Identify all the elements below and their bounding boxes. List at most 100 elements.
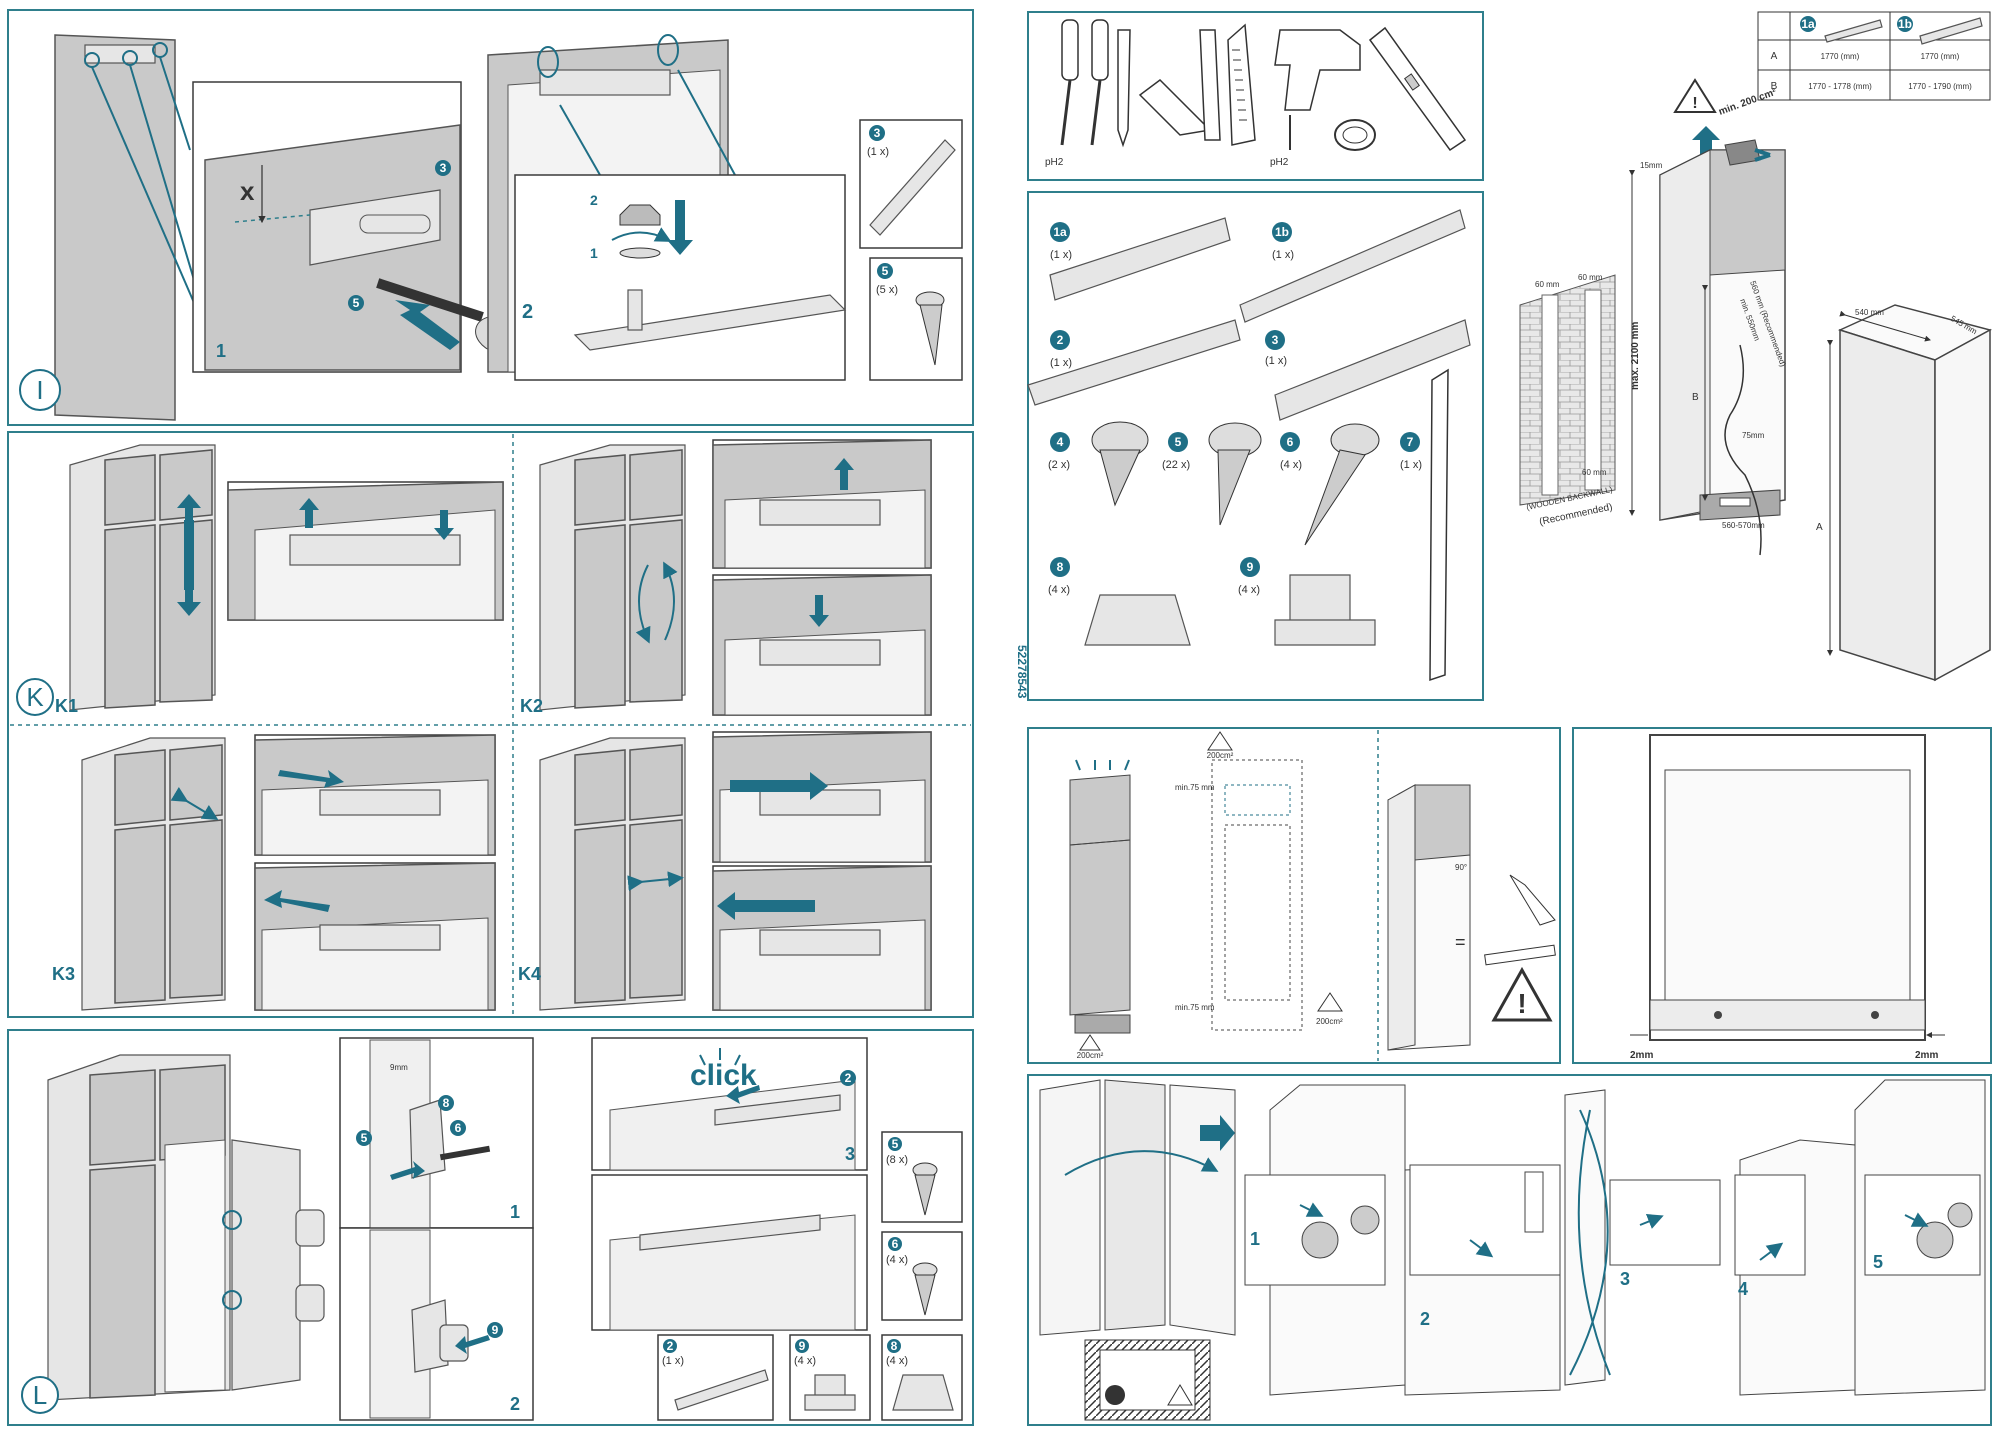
reversal-step-1 [1244,1084,1406,1396]
power-cable [1724,344,1762,556]
kit-qty: (1 x) [1050,357,1072,369]
col-head: 1b [1898,17,1912,31]
screw-5-icon [915,291,945,366]
reversal-step-2 [1404,1164,1561,1396]
callout-ellipse [537,46,559,78]
part-qty: (1 x) [662,1355,684,1367]
cell: 1770 (mm) [1921,52,1960,61]
kit-qty: (4 x) [1280,459,1302,471]
door-reversal-panel: 1 2 3 4 5 [1027,1074,1992,1426]
kit-num: 1a [1053,225,1067,239]
click-label: click [690,1059,757,1092]
bolt-stud [627,289,643,331]
right-arrow-icon [730,772,828,800]
kit-num: 7 [1407,435,1414,449]
screw-5-icon [912,1162,938,1216]
door-swap [1039,1079,1236,1421]
k2-cabinet [539,444,686,711]
dimensions-panel: 1a 1b A 1770 (mm) 1770 (mm) B 1770 - 177… [1519,11,1993,682]
part-badge-label: 5 [353,296,360,310]
dim-label: 560-570mm [1722,521,1765,530]
dim-label: 15mm [1640,161,1663,170]
hinge-bracket [309,189,441,266]
kit-num: 8 [1057,560,1064,574]
top-bracket [539,69,671,96]
left-arrow-icon [717,892,815,920]
appliance-drawing [1837,304,1993,682]
leader-line [677,69,736,176]
gap-panel: 2mm 2mm [1572,727,1992,1064]
rotate-arrow-icon [611,227,672,242]
step-number: 1 [216,341,226,361]
tool-label: pH2 [1270,157,1289,168]
push-arrow-icon [395,300,460,350]
part-qty: (4 x) [886,1254,908,1266]
x-label: x [240,176,255,206]
kit-num: 1b [1275,225,1289,239]
sub-label: K2 [520,696,543,716]
bracket-3-icon [869,139,956,236]
part-qty: (5 x) [876,284,898,296]
section-badge [16,678,54,716]
part-qty: (4 x) [886,1355,908,1367]
cell: 1770 (mm) [1821,52,1860,61]
part-num: 5 [892,1137,899,1151]
step-number: 2 [1420,1309,1430,1329]
warning-icon [1207,731,1233,751]
section-label: K [26,682,44,712]
hinge-cover-icon [892,1374,954,1411]
gap-label: 2mm [1630,1050,1653,1061]
leader-line [559,104,601,176]
kit-panel: 52278543 1a (1 x) 1b (1 x) 2 (1 x) 3 (1 … [1015,191,1484,701]
bracket-1b-icon [1239,209,1466,323]
hinge-cover-icon [1084,594,1191,646]
dim-label: 540 mm [1855,308,1884,317]
angle-label: 90° [1455,863,1467,872]
door-panel [54,34,176,421]
niche-section [1211,759,1303,1031]
kit-qty: (1 x) [1272,249,1294,261]
k3-cabinet [81,737,226,1011]
cover-cap-icon [1274,574,1376,646]
down-arrow-icon [809,595,829,627]
dim-label: A [1816,522,1823,533]
vent-label: 200cm² [1077,1051,1104,1060]
kit-qty: (1 x) [1050,249,1072,261]
dimension-table: 1a 1b A 1770 (mm) 1770 (mm) B 1770 - 177… [1757,11,1991,101]
dim-label: 75mm [1742,431,1765,440]
up-arrow-icon [299,498,319,528]
k4-cabinet [539,737,686,1011]
dim-label: min.75 mm [1175,783,1215,792]
strip-7-icon [1429,368,1449,682]
step-number: 2 [522,301,533,323]
cable-reel-icon [1334,119,1376,151]
square-ruler-icon [1509,874,1556,926]
leader-line [91,66,196,306]
kit-num: 5 [1175,435,1182,449]
part-num: 6 [892,1237,899,1251]
bracket-slot [359,214,431,234]
dim-label: B [1692,392,1699,403]
reversal-step-5 [1854,1079,1986,1396]
cover-strip-icon [674,1369,769,1411]
screwdriver-icon [1090,19,1109,146]
up-arrow-icon [1692,126,1720,155]
cover-strip-icon [1027,319,1241,406]
dim-label: max. 2100 mm [1630,322,1641,390]
panel-k: K K1 K2 [7,431,974,1018]
nut-icon [619,204,661,226]
kit-num: 3 [1272,333,1279,347]
cover-cap-icon [804,1374,856,1411]
spirit-level-icon [1484,944,1556,966]
down-arrow-icon [434,510,454,540]
kit-qty: (1 x) [1400,459,1422,471]
part-num: 2 [667,1339,674,1353]
step-number: 2 [510,1394,520,1414]
warning-icon [1673,78,1717,113]
part-num: 9 [799,1339,806,1353]
part-num: 3 [874,126,881,140]
part-badge [348,295,364,311]
left-arrow-icon [264,890,330,912]
screw-6-icon [1304,423,1380,546]
